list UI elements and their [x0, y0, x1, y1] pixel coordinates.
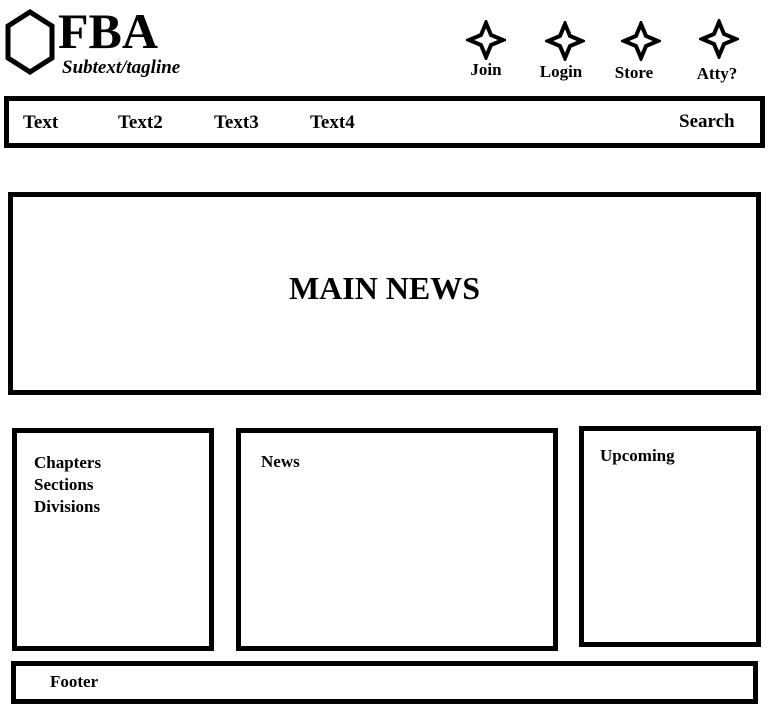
nav-item-text3[interactable]: Text3 — [214, 112, 259, 133]
nav-bar — [4, 96, 765, 148]
join-star-icon[interactable] — [466, 20, 506, 60]
logo-title[interactable]: FBA — [58, 3, 158, 59]
chapters-panel — [12, 428, 214, 651]
nav-item-text[interactable]: Text — [23, 112, 59, 133]
nav-item-text4[interactable]: Text4 — [310, 112, 355, 133]
upcoming-panel — [579, 426, 761, 647]
divisions-link[interactable]: Divisions — [34, 497, 101, 516]
footer-label: Footer — [50, 672, 99, 691]
login-star-icon[interactable] — [545, 21, 585, 61]
search-button[interactable]: Search — [679, 111, 735, 132]
tagline: Subtext/tagline — [62, 57, 181, 78]
join-link[interactable]: Join — [470, 60, 502, 79]
main-news-headline: MAIN NEWS — [288, 270, 481, 306]
nav-item-text2[interactable]: Text2 — [118, 112, 163, 133]
store-link[interactable]: Store — [614, 63, 654, 82]
main-news-panel[interactable] — [8, 192, 761, 395]
upcoming-panel-title: Upcoming — [600, 446, 675, 465]
login-link[interactable]: Login — [539, 62, 583, 81]
hexagon-icon — [5, 9, 55, 75]
atty-star-icon[interactable] — [699, 19, 739, 59]
news-panel-title: News — [261, 452, 300, 471]
store-star-icon[interactable] — [621, 21, 661, 61]
news-panel — [236, 428, 558, 651]
atty-link[interactable]: Atty? — [696, 64, 738, 83]
chapters-link[interactable]: Chapters — [34, 453, 102, 472]
footer — [11, 661, 758, 704]
sections-link[interactable]: Sections — [34, 475, 94, 494]
